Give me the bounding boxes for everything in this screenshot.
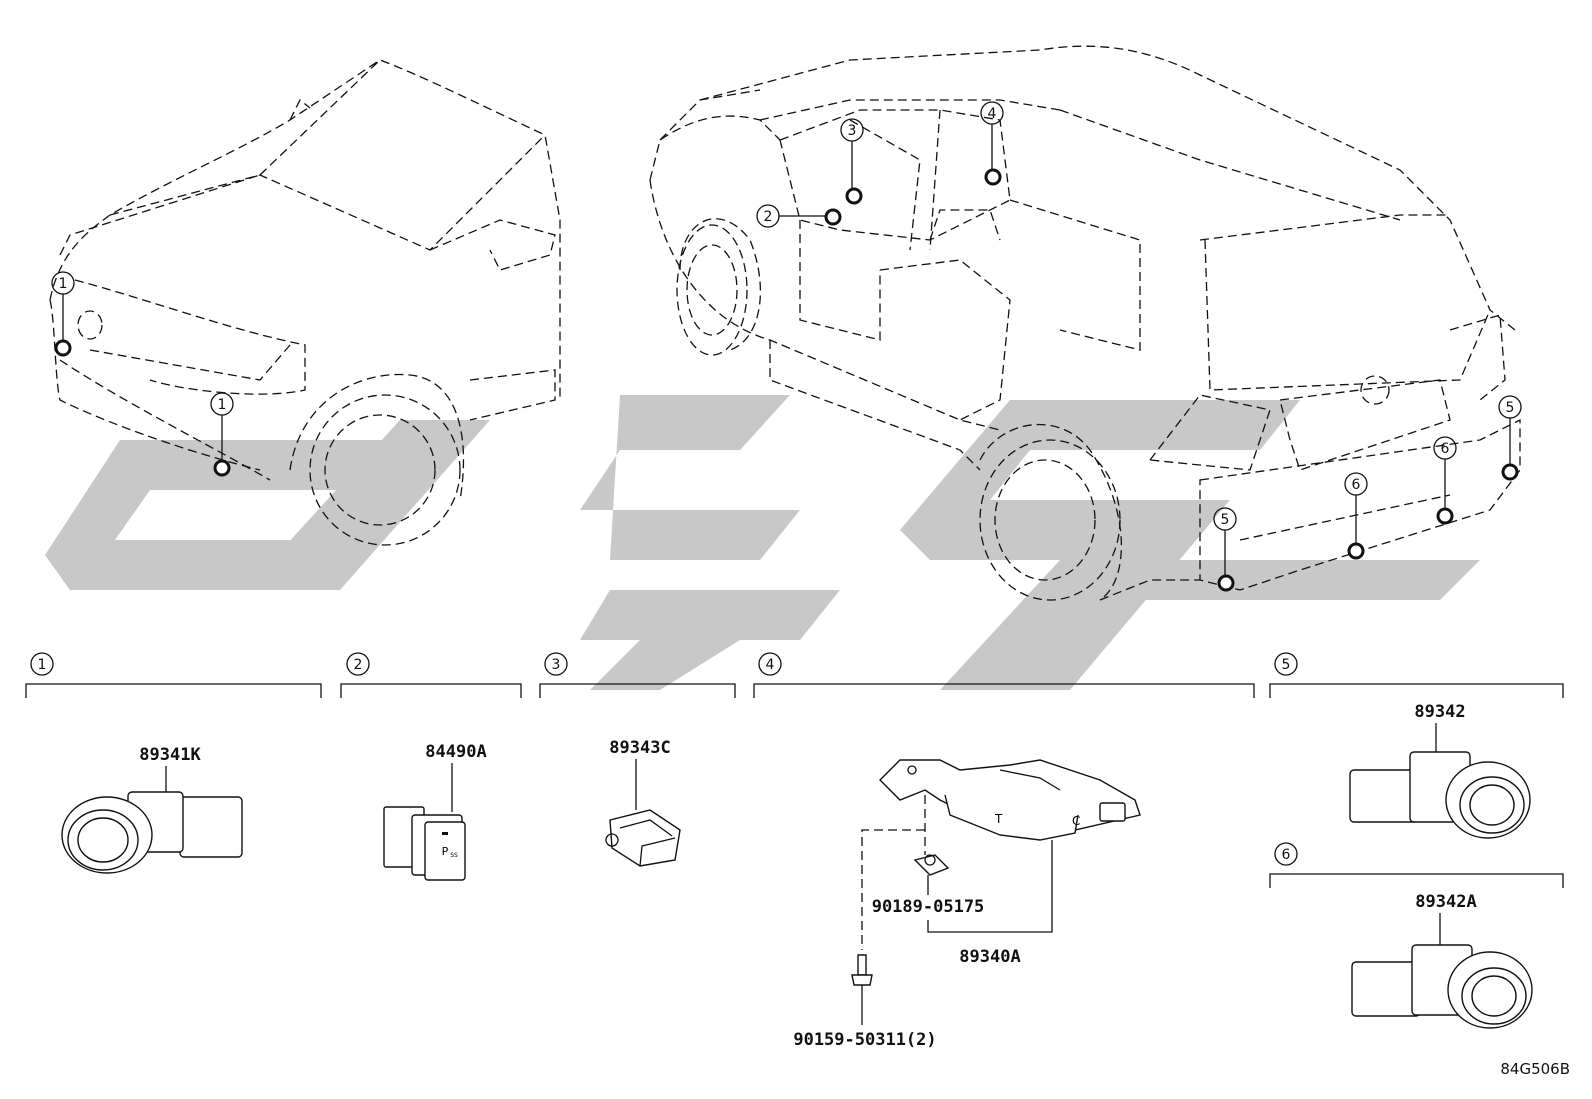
part-label-89343C: 89343C (609, 738, 670, 758)
part-label-90159-50311: 90159-50311(2) (793, 1030, 936, 1050)
part-89340A: T C 90189-05175 89340A 90159-50311(2) (793, 759, 1141, 1050)
marker-3: 3 (840, 118, 864, 205)
part-label-90189-05175: 90189-05175 (872, 897, 985, 917)
part-84490A: 84490A P SS (383, 742, 487, 881)
switch-p-text: P (442, 845, 449, 858)
svg-text:4: 4 (988, 106, 997, 122)
marker-1a: 1 (51, 271, 75, 357)
part-89342A: 89342A (1351, 892, 1533, 1029)
switch-sub-text: SS (450, 852, 458, 859)
svg-text:2: 2 (354, 657, 363, 673)
ecu-t-label: T (994, 812, 1003, 826)
svg-text:6: 6 (1352, 477, 1361, 493)
section-3-header: 3 (539, 652, 736, 698)
marker-5b: 5 (1498, 395, 1522, 481)
watermark-logo (45, 395, 1480, 690)
diagram-ref-code: 84G506B (1500, 1060, 1570, 1078)
part-label-89341K: 89341K (139, 745, 201, 765)
svg-text:1: 1 (218, 397, 227, 413)
svg-text:5: 5 (1506, 400, 1515, 416)
svg-text:5: 5 (1221, 512, 1230, 528)
svg-text:1: 1 (59, 276, 68, 292)
svg-text:4: 4 (766, 657, 775, 673)
part-label-89340A: 89340A (959, 947, 1020, 967)
marker-4: 4 (980, 101, 1004, 186)
section-headers: 1 2 3 4 5 6 (25, 652, 1564, 888)
svg-text:6: 6 (1441, 441, 1450, 457)
section-4-header: 4 (753, 652, 1255, 698)
location-markers: 1 1 2 3 4 (51, 101, 1522, 592)
svg-text:3: 3 (552, 657, 561, 673)
svg-text:5: 5 (1282, 657, 1291, 673)
part-label-84490A: 84490A (425, 742, 486, 762)
ecu-c-label: C (1072, 814, 1080, 828)
marker-1b: 1 (210, 392, 234, 477)
section-1-header: 1 (25, 652, 322, 698)
svg-text:1: 1 (38, 657, 47, 673)
marker-6b: 6 (1433, 436, 1457, 525)
section-2-header: 2 (340, 652, 522, 698)
part-89341K: 89341K (61, 745, 243, 874)
section-6-header: 6 (1269, 842, 1564, 888)
svg-text:6: 6 (1282, 847, 1291, 863)
part-label-89342A: 89342A (1415, 892, 1476, 912)
svg-text:3: 3 (848, 123, 857, 139)
marker-6a: 6 (1344, 472, 1368, 560)
marker-5a: 5 (1213, 507, 1237, 592)
marker-2: 2 (756, 204, 842, 228)
part-89342: 89342 (1349, 702, 1531, 839)
svg-text:2: 2 (764, 209, 773, 225)
part-label-89342: 89342 (1414, 702, 1465, 722)
vehicle-front-view (49, 59, 561, 546)
vehicle-rear-view (649, 45, 1521, 601)
section-5-header: 5 (1269, 652, 1564, 698)
part-89343C: 89343C (605, 738, 681, 867)
